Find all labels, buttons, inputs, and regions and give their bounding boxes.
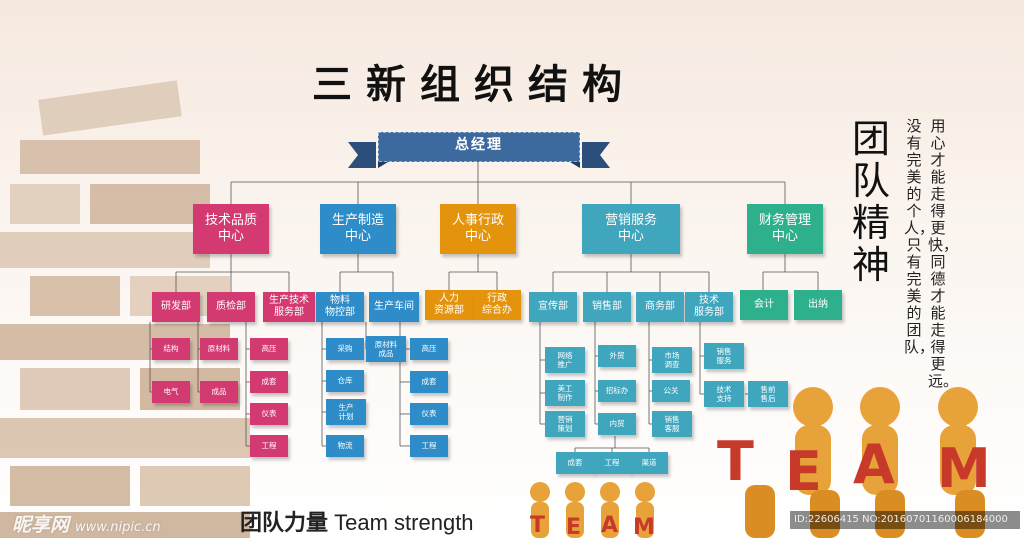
sub-instrument-2: 仪表 <box>410 403 448 425</box>
sub-structure: 结构 <box>152 338 190 360</box>
poem-line-1: 用心才能走得更快，同德才能走得更远。 <box>928 117 959 390</box>
sub-presales-aftersales: 售前 售后 <box>748 381 788 407</box>
slogan-en: Team strength <box>334 510 474 535</box>
dept-admin: 行政 综合办 <box>473 290 521 320</box>
general-manager-label: 总经理 <box>455 137 503 153</box>
svg-text:A: A <box>853 433 895 496</box>
sub-sales-service: 销售 服务 <box>704 343 744 369</box>
svg-text:A: A <box>601 513 618 538</box>
dept-business: 商务部 <box>636 292 684 322</box>
wooden-blocks-image <box>0 80 250 538</box>
sub-tech-support: 技术 支持 <box>704 381 744 407</box>
sub-logistics: 物流 <box>326 435 364 457</box>
dept-publicity: 宣传部 <box>529 292 577 322</box>
ribbon-banner <box>348 131 610 168</box>
center-marketing: 营销服务 中心 <box>582 204 680 254</box>
svg-text:T: T <box>717 430 754 493</box>
sub-engineering-3: 工程 <box>593 452 631 474</box>
dept-materials: 物料 物控部 <box>316 292 364 322</box>
dept-prod-tech: 生产技术 服务部 <box>263 292 315 322</box>
center-hr-admin: 人事行政 中心 <box>440 204 516 254</box>
svg-text:T: T <box>530 513 545 538</box>
sub-art-design: 美工 制作 <box>545 380 585 406</box>
sub-public-relations: 公关 <box>652 380 690 402</box>
center-tech-quality: 技术品质 中心 <box>193 204 269 254</box>
dept-qc: 质检部 <box>207 292 255 322</box>
sub-domestic-trade: 内贸 <box>598 413 636 435</box>
sub-warehouse: 仓库 <box>326 370 364 392</box>
sub-electrical: 电气 <box>152 381 190 403</box>
sub-network-promo: 网络 推广 <box>545 347 585 373</box>
sub-foreign-trade: 外贸 <box>598 345 636 367</box>
sub-bidding: 招标办 <box>598 380 636 402</box>
slogan: 团队力量 Team strength <box>240 505 474 537</box>
watermark-logo-text: 昵享网 <box>12 514 70 536</box>
dept-workshop: 生产车间 <box>369 292 419 322</box>
sub-engineering: 工程 <box>250 435 288 457</box>
sub-complete-set-2: 成套 <box>410 371 448 393</box>
sub-finished: 成品 <box>200 381 238 403</box>
watermark-id: ID:22606415 NO:20160701160006184000 <box>790 511 1020 529</box>
svg-text:M: M <box>937 437 991 500</box>
sub-raw-material: 原材料 <box>200 338 238 360</box>
page-title: 三新组织结构 <box>312 62 636 108</box>
center-finance: 财务管理 中心 <box>747 204 823 254</box>
slogan-cn: 团队力量 <box>240 510 329 535</box>
sub-marketing-plan: 营销 策划 <box>545 411 585 437</box>
sub-sales-support: 销售 客服 <box>652 411 692 437</box>
sub-high-voltage-2: 高压 <box>410 338 448 360</box>
dept-rnd: 研发部 <box>152 292 200 322</box>
sub-high-voltage: 高压 <box>250 338 288 360</box>
poem-line-2: 没有完美的个人，只有完美的团队， <box>904 117 935 356</box>
watermark-logo: 昵享网 www.nipic.cn <box>12 510 161 537</box>
dept-tech-service: 技术 服务部 <box>685 292 733 322</box>
sub-complete-set-3: 成套 <box>556 452 594 474</box>
sub-channel: 渠道 <box>630 452 668 474</box>
dept-accounting: 会计 <box>740 290 788 320</box>
sub-prod-plan: 生产 计划 <box>326 399 366 425</box>
watermark-url: www.nipic.cn <box>75 520 161 535</box>
sub-complete-set: 成套 <box>250 371 288 393</box>
sub-market-research: 市场 调查 <box>652 347 692 373</box>
sub-raw-finished: 原材料 成品 <box>366 336 406 362</box>
team-spirit-heading: 团队精神 <box>851 117 890 287</box>
dept-cashier: 出纳 <box>794 290 842 320</box>
center-production: 生产制造 中心 <box>320 204 396 254</box>
dept-hr: 人力 资源部 <box>425 290 473 320</box>
svg-text:M: M <box>633 515 655 538</box>
sub-purchasing: 采购 <box>326 338 364 360</box>
sub-instrument: 仪表 <box>250 403 288 425</box>
svg-text:E: E <box>566 515 581 538</box>
dept-sales: 销售部 <box>583 292 631 322</box>
sub-engineering-2: 工程 <box>410 435 448 457</box>
